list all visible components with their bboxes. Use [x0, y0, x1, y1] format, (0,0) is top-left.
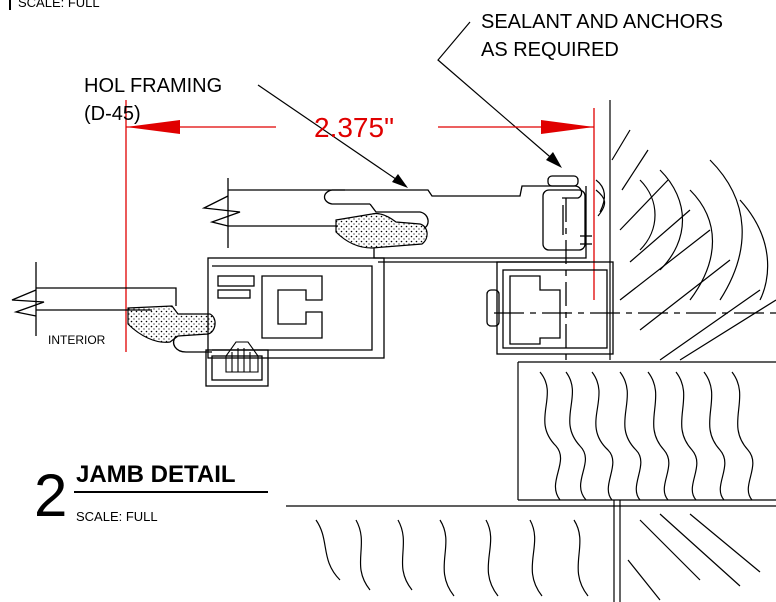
framing-member-upper [323, 175, 592, 263]
framing-callout-line2: (D-45) [84, 103, 141, 125]
leader-arrow-sealant [546, 152, 562, 168]
glazing-sealant-lower [127, 305, 216, 343]
dimension-arrow-right [541, 120, 594, 134]
upper-glazing [201, 178, 345, 248]
detail-title: JAMB DETAIL [76, 461, 236, 488]
dimension-arrow-left [126, 120, 180, 134]
detail-number: 2 [34, 462, 68, 529]
sealant-callout-line1: SEALANT AND ANCHORS [481, 11, 723, 33]
leader-arrow-framing [392, 174, 408, 188]
framing-member-lower [172, 257, 385, 387]
detail-scale: SCALE: FULL [76, 509, 158, 524]
framing-callout-line1: HOL FRAMING [84, 75, 223, 97]
glazing-sealant-upper [335, 212, 428, 249]
sealant-callout-line2: AS REQUIRED [481, 39, 619, 61]
top-scale-label: SCALE: FULL [18, 0, 100, 10]
interior-label: INTERIOR [48, 333, 106, 347]
leader-lines [257, 21, 557, 187]
dimension-label: 2.375" [314, 112, 395, 143]
wall-section [286, 100, 776, 602]
glazing-gasket [225, 341, 259, 373]
anchor-clip [486, 198, 776, 360]
